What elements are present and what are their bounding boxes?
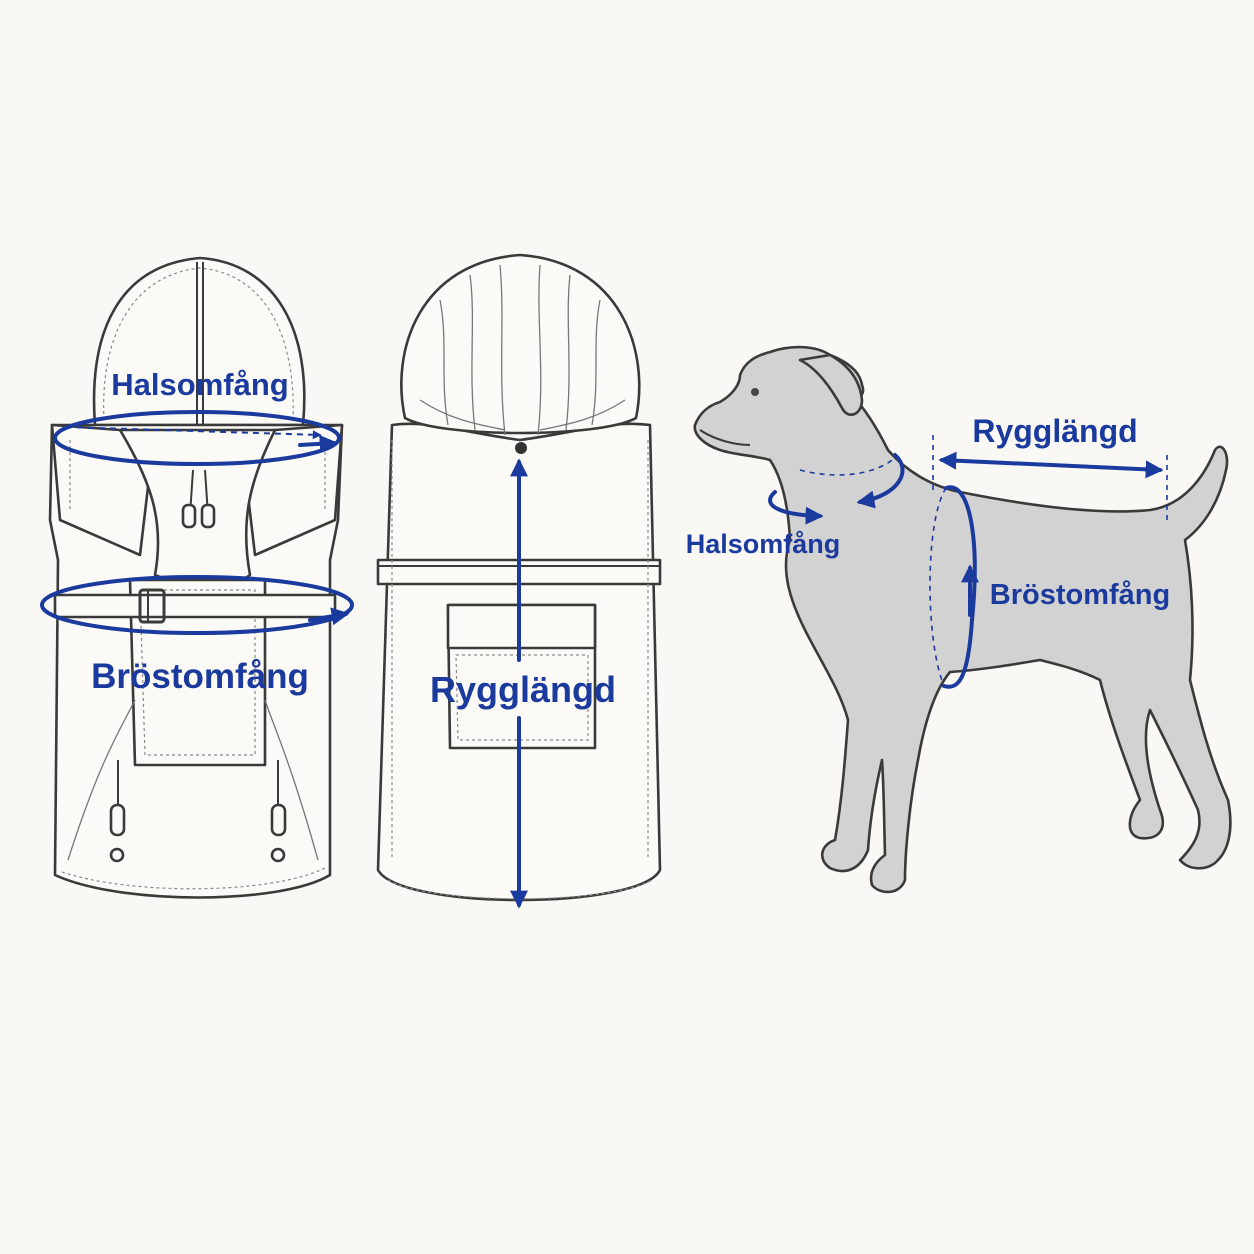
dog-back-length-label: Rygglängd	[972, 413, 1137, 449]
dog-silhouette	[693, 345, 1232, 894]
coat-front-hood	[92, 256, 306, 427]
dog-chest-measurement	[929, 485, 979, 689]
front-chest-label: Bröstomfång	[91, 657, 309, 696]
coat-front-view	[48, 256, 344, 899]
dog-neck-measurement	[768, 453, 905, 525]
front-neck-measurement	[53, 410, 341, 466]
dog-chest-label: Bröstomfång	[990, 579, 1170, 611]
coat-back-hood	[400, 253, 641, 435]
front-chest-measurement	[40, 575, 354, 635]
coat-chest-strap	[53, 593, 337, 619]
back-length-label: Rygglängd	[430, 669, 616, 710]
front-neck-label: Halsomfång	[111, 367, 288, 402]
dog-back-length-measurement	[932, 435, 1168, 522]
dog-neck-label: Halsomfång	[686, 529, 841, 559]
dog-body	[693, 345, 1232, 894]
